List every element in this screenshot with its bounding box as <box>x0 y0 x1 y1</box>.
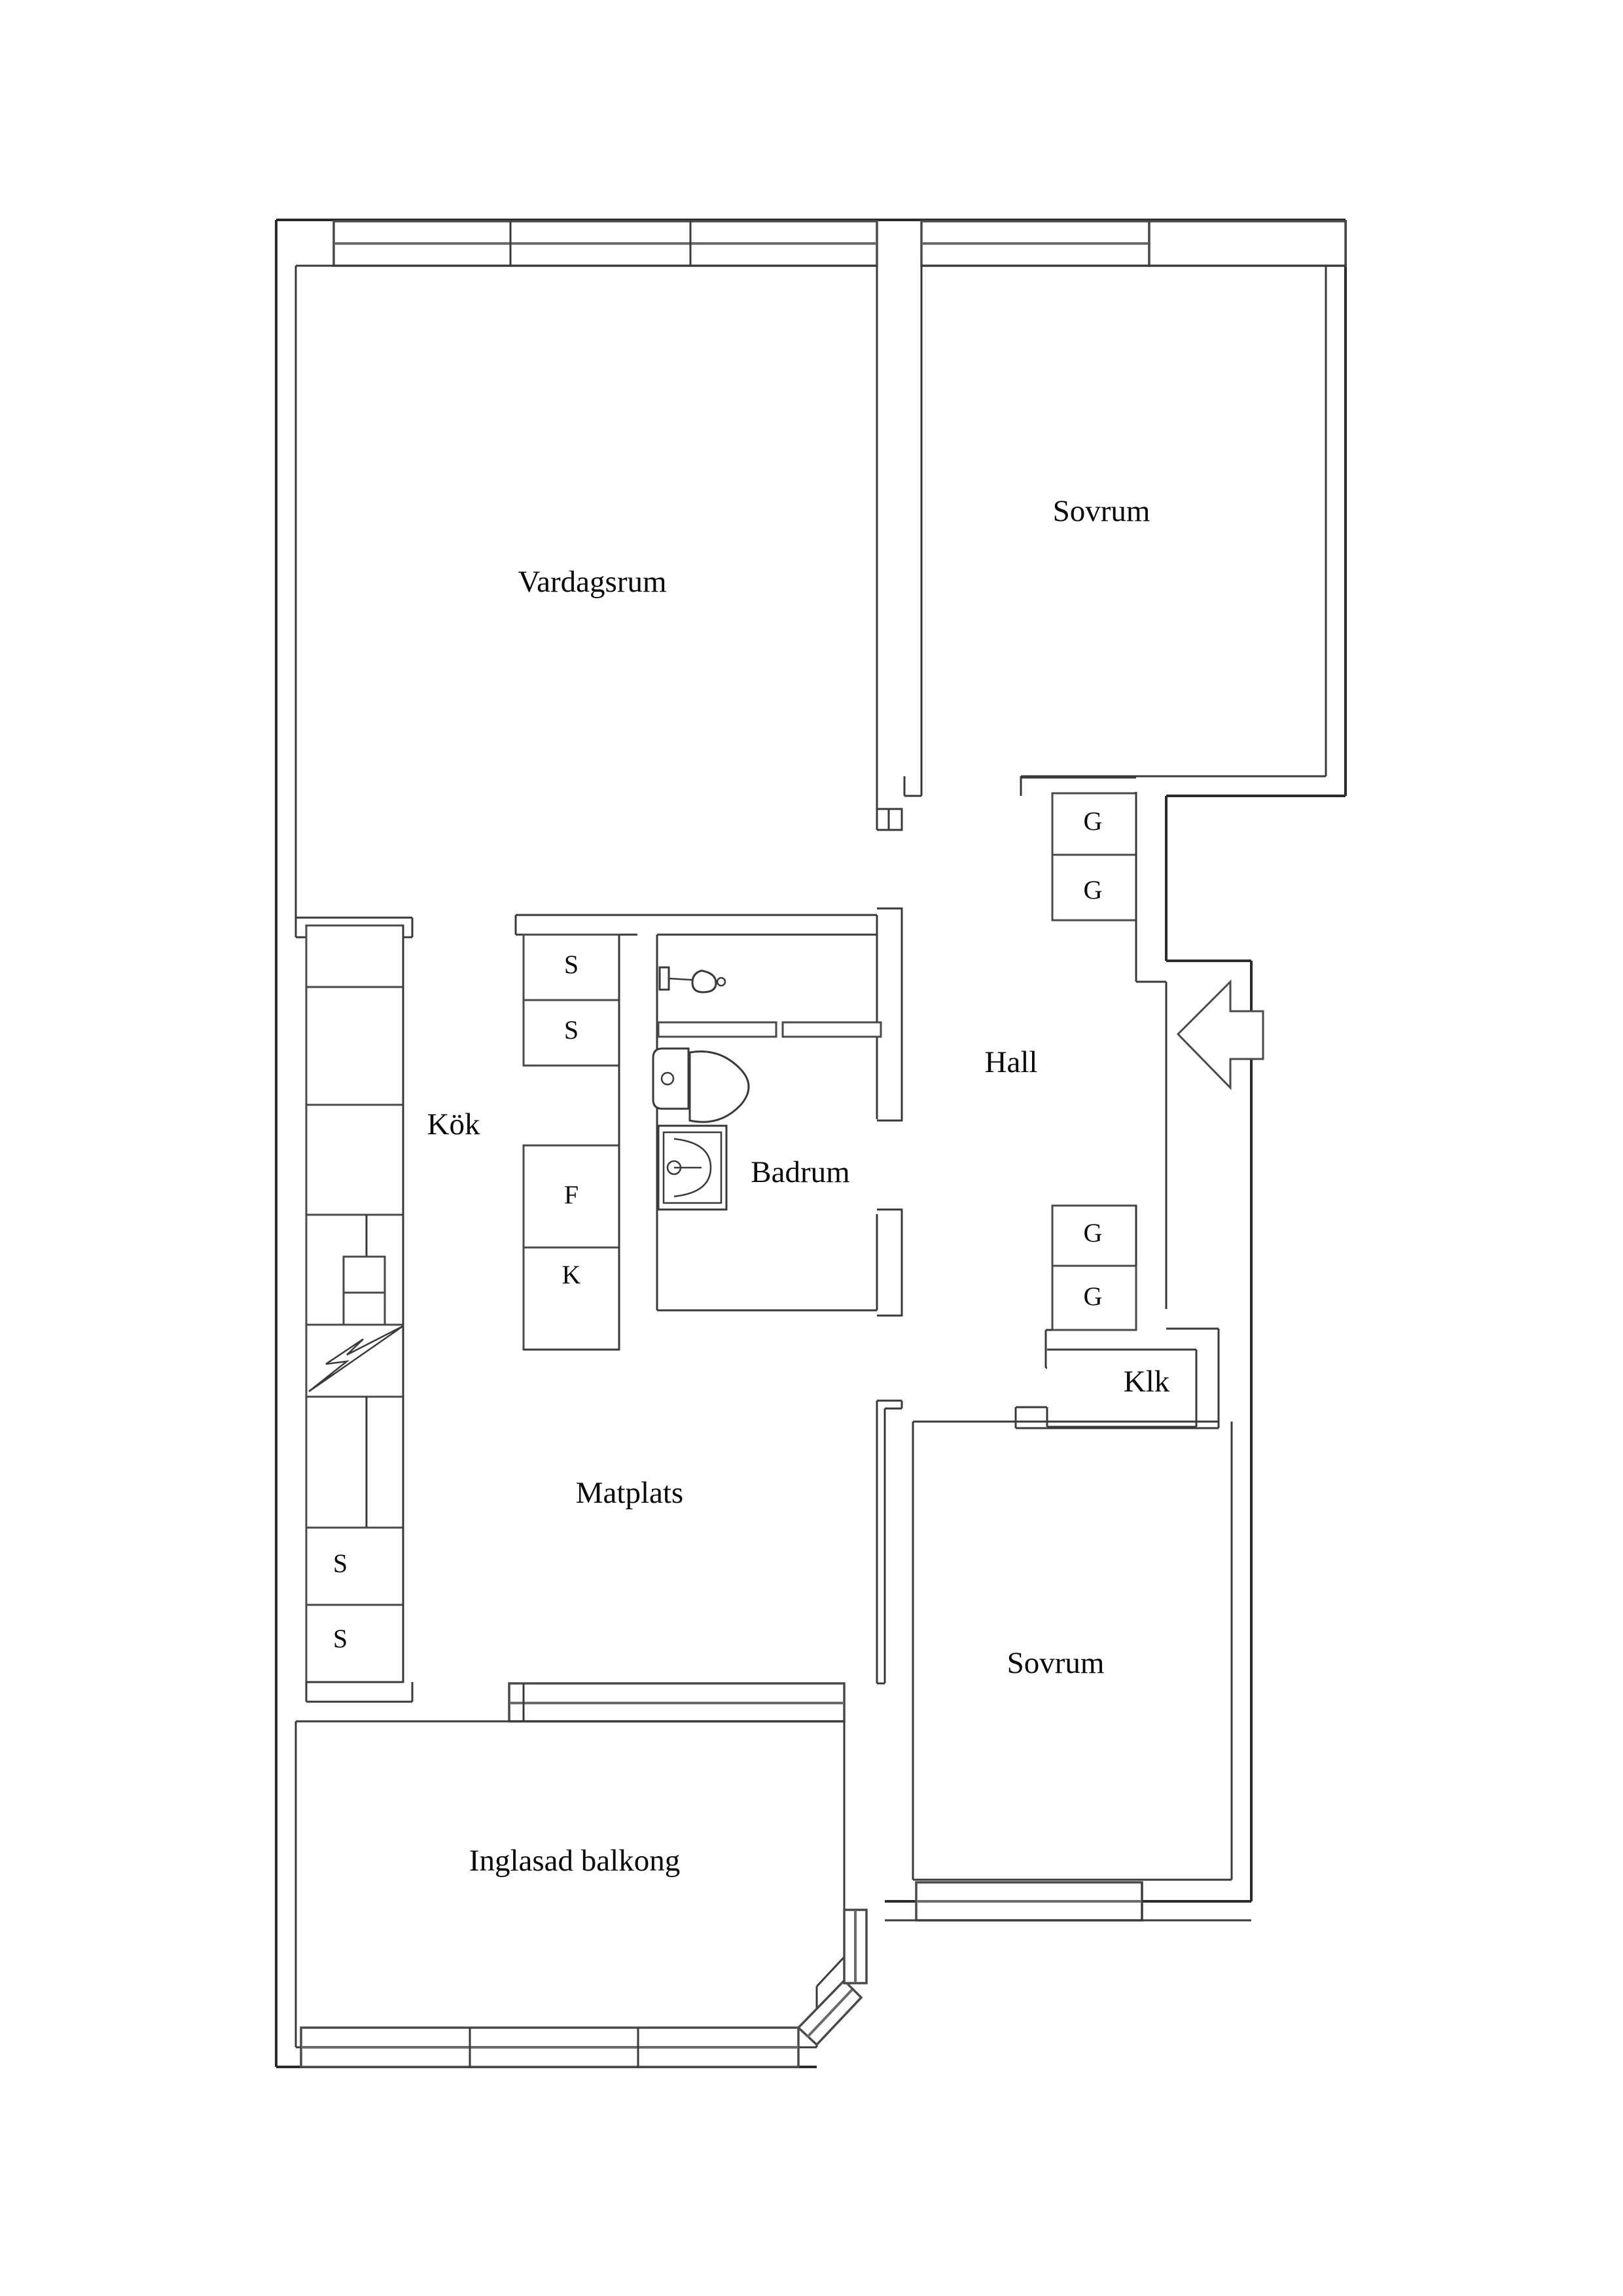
kitchen-cabinets <box>294 916 414 1703</box>
label-cabinet-s-bath-2: S <box>564 1015 579 1045</box>
entrance-arrow-icon <box>1176 979 1264 1090</box>
label-hall: Hall <box>985 1045 1038 1079</box>
label-matplats: Matplats <box>576 1476 683 1510</box>
room-vardagsrum <box>294 264 903 918</box>
shower-mixer-fixture <box>658 966 726 994</box>
cabinet-s-lower-2 <box>305 1604 404 1683</box>
cabinet-s-lower-1 <box>305 1526 404 1606</box>
closet-g-4 <box>1051 1265 1137 1331</box>
washbasin-fixture <box>657 1124 728 1211</box>
cabinet-s-bath-2 <box>522 999 620 1067</box>
cabinet-f-bath <box>522 1144 620 1249</box>
label-kok: Kök <box>427 1107 480 1141</box>
label-sovrum-bottom: Sovrum <box>1007 1646 1105 1680</box>
label-badrum: Badrum <box>751 1155 849 1189</box>
label-sovrum-top: Sovrum <box>1053 494 1150 528</box>
hall-structure <box>1014 776 1220 1429</box>
label-cabinet-k-bath: K <box>562 1260 581 1289</box>
label-vardagsrum: Vardagsrum <box>518 565 666 599</box>
label-inglasad-balkong: Inglasad balkong <box>469 1844 680 1878</box>
label-klk: Klk <box>1124 1365 1170 1399</box>
label-cabinet-s-kok-2: S <box>333 1624 348 1653</box>
label-closet-g-4: G <box>1084 1282 1103 1311</box>
label-closet-g-2: G <box>1084 875 1103 905</box>
label-closet-g-3: G <box>1084 1218 1103 1247</box>
room-matplats <box>876 1399 903 1685</box>
room-sovrum-top <box>903 264 1327 797</box>
balcony-door-window <box>508 1682 846 1723</box>
room-sovrum-bottom <box>883 1420 1251 1922</box>
label-closet-g-1: G <box>1084 806 1103 836</box>
window-band-top <box>332 220 1347 267</box>
label-cabinet-s-bath-1: S <box>564 950 579 979</box>
room-inglasad-balkong <box>294 1720 868 2068</box>
closet-g-2 <box>1051 853 1137 922</box>
label-cabinet-s-kok-1: S <box>333 1549 348 1578</box>
toilet-fixture <box>652 1047 750 1123</box>
room-labels: Vardagsrum Sovrum Kök Badrum Hall Matpla… <box>427 494 1170 1878</box>
room-badrum <box>514 907 903 1351</box>
label-cabinet-f-bath: F <box>564 1180 579 1210</box>
cabinet-labels: S S F K S S G G G G <box>333 806 1103 1653</box>
